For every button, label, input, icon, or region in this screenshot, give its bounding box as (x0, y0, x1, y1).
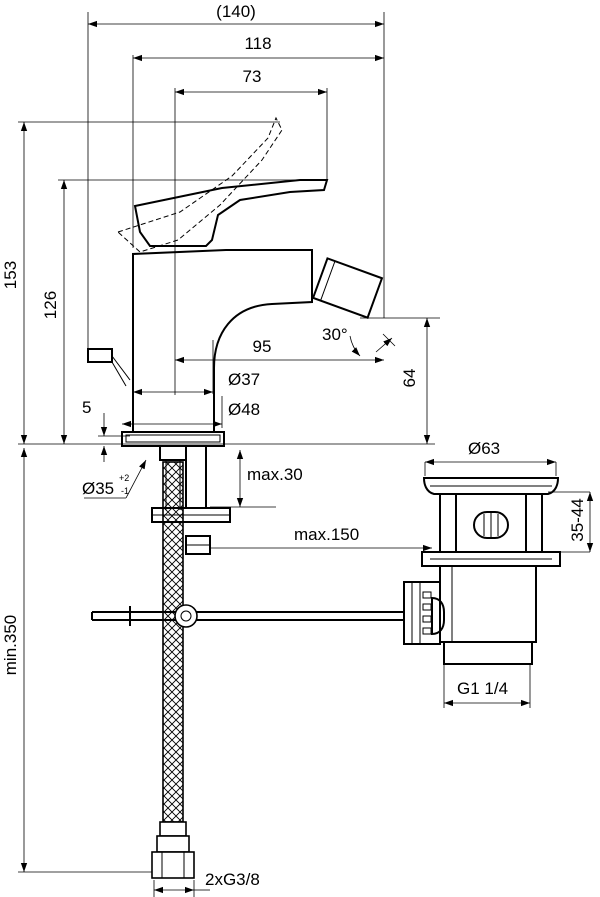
dim-drain-range: 35-44 (568, 498, 587, 541)
dim-reach-95: 95 (253, 337, 272, 356)
dim-height-126: 126 (41, 291, 60, 319)
dim-max-150: max.150 (294, 525, 359, 544)
dim-width-118: 118 (244, 34, 271, 53)
dimension-labels: (140) 118 73 153 126 95 30° 64 Ø37 Ø48 5… (1, 2, 587, 889)
dim-width-total: (140) (216, 2, 256, 21)
dim-drain-dia: Ø63 (468, 439, 500, 458)
extension-lines (18, 12, 590, 897)
dim-dia-48: Ø48 (228, 400, 260, 419)
dim-offset-5: 5 (82, 398, 91, 417)
dim-thread-hose: 2xG3/8 (205, 870, 260, 889)
dim-height-64: 64 (400, 369, 419, 388)
dim-tol-plus: +2 (119, 473, 129, 483)
dim-angle-30: 30° (322, 325, 348, 344)
dim-hole-dia: Ø35 (82, 479, 114, 498)
dim-max-30: max.30 (247, 465, 303, 484)
flex-hose (151, 461, 195, 879)
dim-tol-minus: -1 (121, 486, 129, 496)
mixer-body (87, 116, 384, 555)
dim-dia-37: Ø37 (228, 370, 260, 389)
dim-height-153: 153 (1, 261, 20, 289)
dimension-lines (20, 20, 594, 894)
linkage-rod (91, 604, 404, 628)
dim-width-73: 73 (243, 67, 262, 86)
dim-thread-drain: G1 1/4 (457, 679, 508, 698)
dim-min-350: min.350 (1, 615, 20, 675)
pop-up-waste (403, 477, 561, 665)
